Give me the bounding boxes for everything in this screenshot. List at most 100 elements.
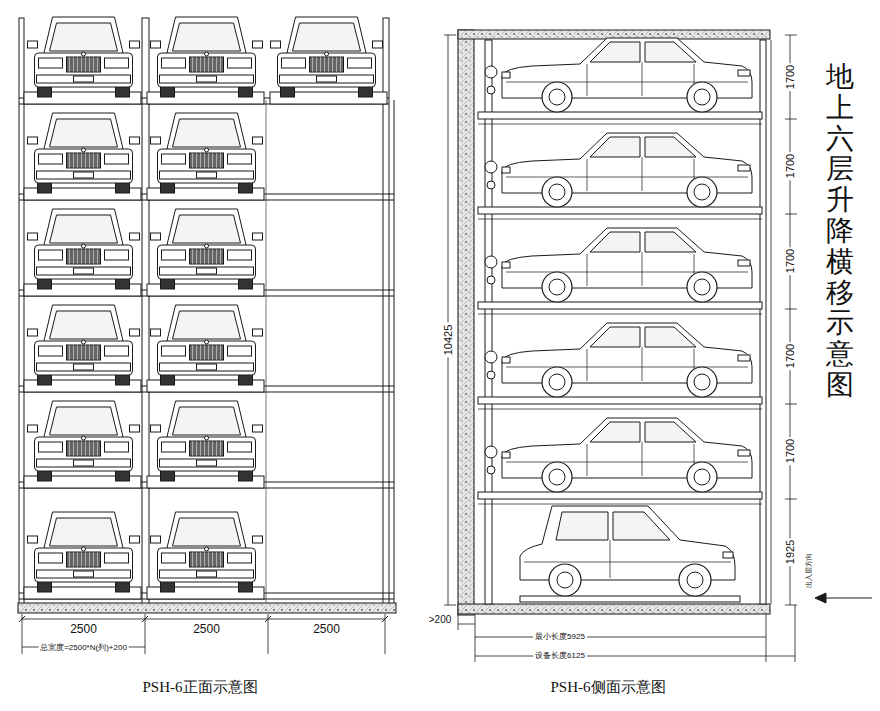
window <box>590 422 640 442</box>
grille-bar <box>93 441 94 456</box>
grille-bar <box>324 57 325 72</box>
dimension-line <box>458 624 475 625</box>
grille-bar <box>69 249 70 264</box>
window <box>613 512 670 540</box>
windshield <box>50 311 118 339</box>
vertical-dimension: 1700 <box>785 342 796 370</box>
grille-bar <box>97 552 98 567</box>
grille-bar <box>220 57 221 72</box>
emblem <box>82 52 86 56</box>
grille-bar <box>93 249 94 264</box>
grille <box>190 552 224 567</box>
bumper <box>37 363 131 371</box>
grille-bar <box>208 345 209 360</box>
car-front <box>28 17 140 97</box>
headlight <box>738 450 750 456</box>
grille-bar <box>77 249 78 264</box>
car-front <box>151 305 263 385</box>
mirror <box>130 233 140 240</box>
post <box>760 40 766 604</box>
emblem <box>205 436 209 440</box>
wheel <box>687 462 717 492</box>
car-cabin <box>44 209 124 247</box>
extension-line <box>458 614 459 630</box>
dimension-label: >200 <box>427 615 454 625</box>
door-line <box>642 157 643 191</box>
grille-bar <box>97 345 98 360</box>
windshield <box>50 407 118 435</box>
belt-line <box>506 367 748 368</box>
grille-bar <box>192 441 193 456</box>
plate <box>197 364 217 370</box>
grille-bar <box>196 153 197 168</box>
mirror <box>130 137 140 144</box>
grille-bar <box>77 441 78 456</box>
emblem <box>82 547 86 551</box>
car-front <box>151 17 263 97</box>
headlight <box>105 154 129 164</box>
grille-bar <box>77 153 78 168</box>
beam <box>478 314 762 315</box>
window <box>590 327 640 347</box>
windshield <box>173 119 241 147</box>
headlight <box>162 553 186 563</box>
view-caption: PSH-6正面示意图 <box>140 680 259 695</box>
grille-bar <box>208 441 209 456</box>
bumper <box>160 171 254 179</box>
dimension-tick <box>265 616 271 622</box>
belt-line <box>506 82 748 83</box>
grille-bar <box>220 153 221 168</box>
headlight <box>39 346 63 356</box>
headlight <box>162 58 186 68</box>
mirror <box>151 329 161 336</box>
grille-bar <box>81 345 82 360</box>
grille-bar <box>196 552 197 567</box>
dimension-tick <box>785 35 797 36</box>
grille-bar <box>216 552 217 567</box>
wall <box>458 30 474 615</box>
mirror <box>373 41 383 48</box>
wheel <box>542 82 572 112</box>
door-line <box>587 159 588 191</box>
grille <box>67 249 101 264</box>
window <box>645 137 696 157</box>
car-body <box>158 245 256 279</box>
grille-bar <box>89 345 90 360</box>
grille-bar <box>220 345 221 360</box>
grille-bar <box>77 57 78 72</box>
grille <box>67 153 101 168</box>
grille-bar <box>81 153 82 168</box>
grille-bar <box>216 153 217 168</box>
window <box>645 42 696 62</box>
post <box>19 18 24 604</box>
pallet <box>478 492 762 499</box>
car-side <box>502 38 752 112</box>
grille-bar <box>192 249 193 264</box>
grille <box>190 441 224 456</box>
emblem <box>205 148 209 152</box>
dimension-label: 设备长度6125 <box>533 652 587 660</box>
headlight <box>738 70 750 76</box>
dimension-tick <box>785 404 797 405</box>
mirror <box>28 233 38 240</box>
vertical-title: 地上六层升降横移示意图 <box>826 62 854 401</box>
wheel <box>549 564 581 596</box>
beam <box>478 124 762 125</box>
grille-bar <box>320 57 321 72</box>
sprocket <box>487 466 495 474</box>
grille-bar <box>81 249 82 264</box>
grille-bar <box>97 441 98 456</box>
grille-bar <box>89 249 90 264</box>
grille-bar <box>85 249 86 264</box>
headlight <box>162 250 186 260</box>
grille-bar <box>196 441 197 456</box>
grille-bar <box>73 552 74 567</box>
bumper <box>160 267 254 275</box>
bumper <box>37 75 131 83</box>
car-cabin <box>44 401 124 439</box>
mirror <box>253 536 263 543</box>
window <box>645 422 696 442</box>
car-cabin <box>287 17 367 55</box>
grille-bar <box>204 345 205 360</box>
vertical-dimension: 1700 <box>785 63 796 91</box>
